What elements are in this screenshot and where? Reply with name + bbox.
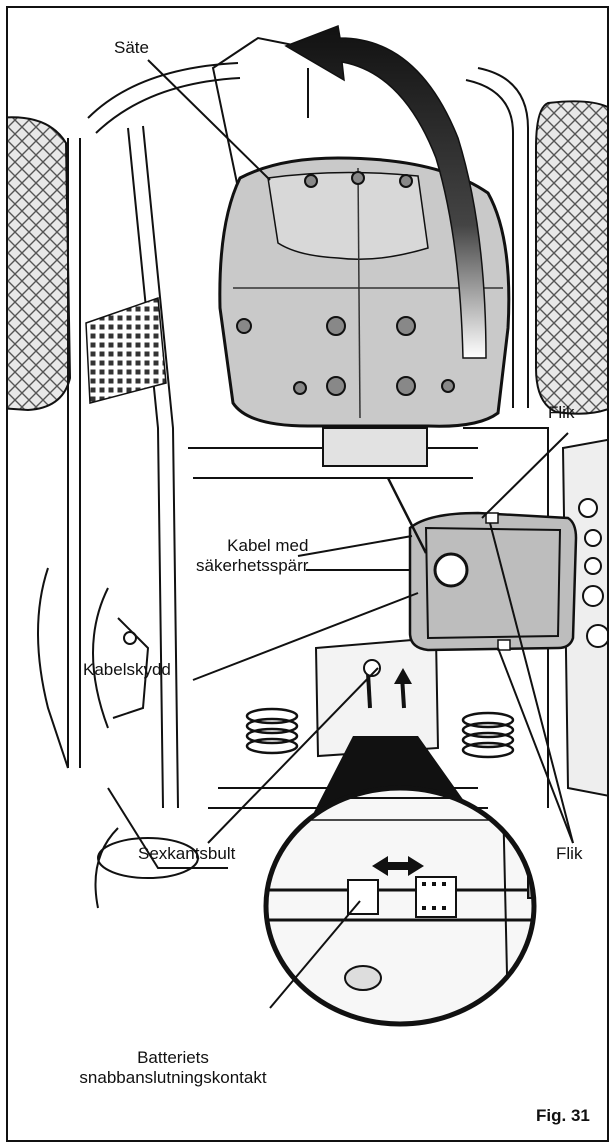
tilt-arrow (284, 24, 487, 359)
label-connector-line1: Batteriets (137, 1048, 209, 1067)
magnified-lens (263, 785, 537, 1027)
label-cable-line2: säkerhetsspärr (196, 556, 309, 575)
label-connector-line2: snabbanslutningskontakt (79, 1068, 267, 1087)
figure-frame: Säte Flik Kabel med säkerhetsspärr Kabel… (6, 6, 609, 1142)
left-tire (8, 116, 72, 412)
cable-cover (386, 477, 578, 652)
label-cable-cover: Kabelskydd (83, 660, 171, 679)
figure-number: Fig. 31 (536, 1106, 590, 1125)
battery-box (314, 636, 440, 758)
label-cable-with-lock: Kabel med säkerhetsspärr (196, 536, 308, 576)
double-arrow-icon (372, 856, 424, 876)
springs (245, 707, 515, 759)
label-cable-line1: Kabel med (227, 536, 309, 555)
label-seat: Säte (114, 38, 149, 57)
vent-grille (85, 296, 167, 404)
mower-illustration (8, 24, 607, 1027)
lower-body (94, 617, 228, 909)
label-hex-bolt: Sexkantsbult (138, 844, 236, 863)
label-tab-bottom: Flik (556, 844, 583, 863)
label-battery-connector: Batteriets snabbanslutningskontakt (48, 1048, 298, 1088)
leader-lines (147, 59, 574, 1009)
right-tire (535, 100, 607, 415)
seat (218, 156, 511, 467)
label-tab-top: Flik (548, 403, 575, 422)
